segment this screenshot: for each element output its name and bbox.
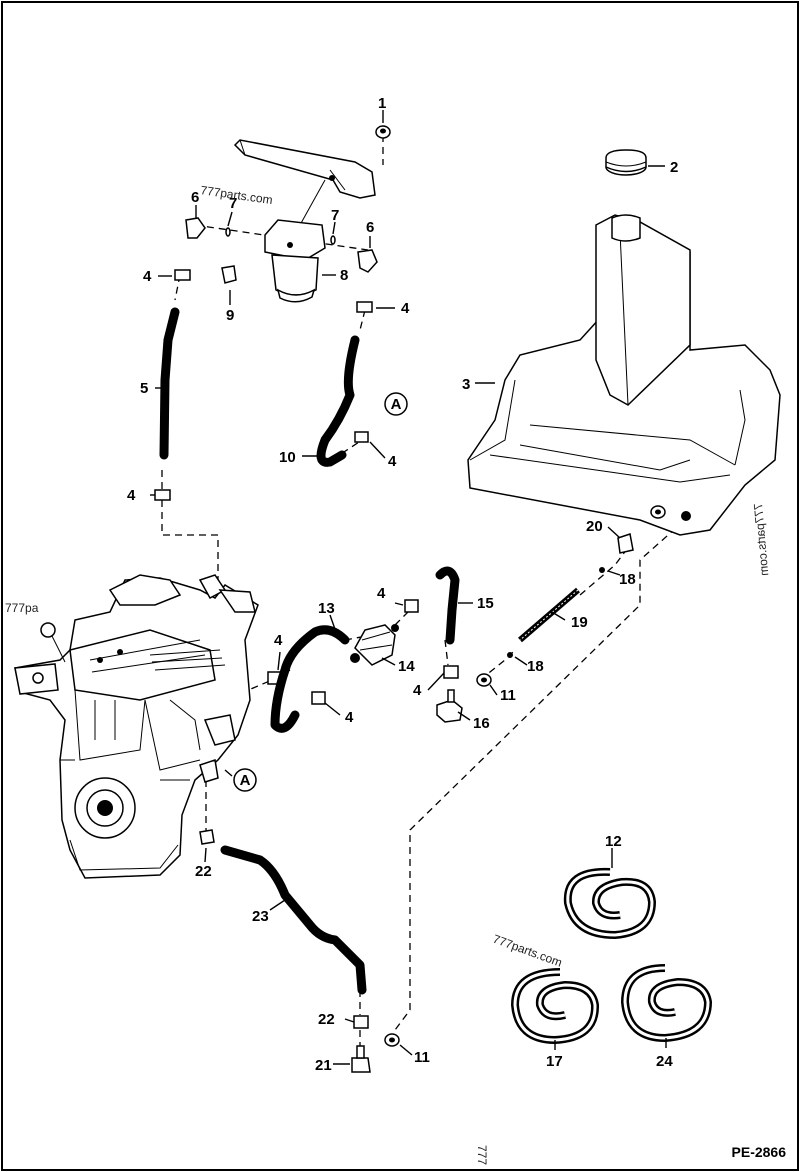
fuel-cap-part-2 (605, 149, 647, 176)
fuel-pipe-part-19 (518, 587, 580, 643)
callout-9: 9 (226, 307, 234, 324)
banjo-fittings-part-6 (185, 217, 378, 273)
reference-marker-a-lower: A (224, 768, 257, 792)
fitting-part-21 (351, 1045, 371, 1073)
callout-11-b: 11 (414, 1049, 430, 1066)
fitting-part-20 (617, 533, 634, 554)
fuel-hoses (159, 307, 460, 995)
hose-coil-part-24 (620, 964, 713, 1043)
callout-7-a: 7 (229, 195, 237, 212)
callout-labels: 1 2 3 4 4 4 4 4 4 4 4 5 6 6 7 7 8 9 10 1… (127, 95, 678, 1074)
nut-part-1 (375, 125, 391, 139)
svg-text:A: A (240, 772, 251, 789)
hose-clamps-part-4 (154, 269, 459, 705)
watermark-left: 777pa (5, 601, 39, 615)
callout-18-b: 18 (527, 658, 544, 675)
watermark-bottom: 777 (475, 1145, 489, 1165)
bleed-screw-part-9 (221, 265, 237, 284)
callout-1: 1 (378, 95, 386, 112)
callout-23: 23 (252, 908, 269, 925)
engine-assembly (14, 574, 259, 879)
callout-4-a: 4 (143, 268, 152, 285)
callout-4-c: 4 (388, 453, 397, 470)
nuts-part-11 (384, 673, 492, 1047)
primer-bulb-part-14 (350, 624, 399, 666)
callout-7-b: 7 (331, 207, 339, 224)
callout-10: 10 (279, 449, 296, 466)
callout-18-a: 18 (619, 571, 636, 588)
fuel-tank-part-3 (467, 214, 781, 536)
callout-16: 16 (473, 715, 490, 732)
svg-text:A: A (391, 396, 402, 413)
reference-marker-a-upper: A (384, 392, 408, 416)
callout-4-b: 4 (401, 300, 410, 317)
callout-5: 5 (140, 380, 148, 397)
figure-code: PE-2866 (732, 1144, 787, 1160)
callout-14: 14 (398, 658, 415, 675)
watermark-right: 777parts.com (751, 503, 771, 577)
fitting-part-16 (436, 689, 463, 723)
hose-coil-part-12 (563, 867, 657, 940)
watermark-lower: 777parts.com (491, 932, 564, 970)
leader-lines (150, 110, 667, 1065)
callout-4-h: 4 (413, 682, 422, 699)
o-rings-part-18 (507, 567, 605, 658)
callout-4-g: 4 (345, 709, 354, 726)
callout-2: 2 (670, 159, 678, 176)
callout-21: 21 (315, 1057, 332, 1074)
callout-11-a: 11 (500, 687, 516, 704)
callout-6-a: 6 (191, 189, 199, 206)
callout-4-d: 4 (127, 487, 136, 504)
callout-24: 24 (656, 1053, 673, 1070)
callout-22-a: 22 (195, 863, 212, 880)
callout-4-e: 4 (377, 585, 386, 602)
callout-20: 20 (586, 518, 603, 535)
clamps-part-22 (199, 829, 369, 1029)
callout-15: 15 (477, 595, 494, 612)
callout-17: 17 (546, 1053, 563, 1070)
mounting-bracket (233, 139, 376, 226)
callout-22-b: 22 (318, 1011, 335, 1028)
callout-13: 13 (318, 600, 335, 617)
callout-3: 3 (462, 376, 470, 393)
callout-19: 19 (571, 614, 588, 631)
callout-12: 12 (605, 833, 622, 850)
hose-coil-part-17 (510, 968, 600, 1045)
fuel-filter-part-8 (264, 219, 326, 303)
callout-8: 8 (340, 267, 348, 284)
washers-part-7 (225, 227, 336, 245)
callout-6-b: 6 (366, 219, 374, 236)
callout-4-f: 4 (274, 632, 283, 649)
